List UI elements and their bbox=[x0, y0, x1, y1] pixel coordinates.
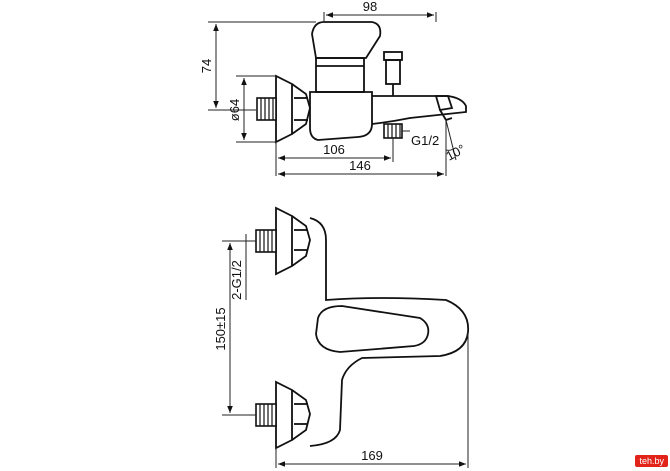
front-dimensions bbox=[222, 234, 469, 468]
dim-depth-total: 146 bbox=[349, 158, 371, 173]
dim-height: 74 bbox=[199, 59, 214, 73]
watermark-badge: teh.by bbox=[635, 455, 668, 467]
side-view bbox=[256, 12, 467, 161]
dim-angle: 10° bbox=[443, 141, 467, 163]
dim-diameter: ø64 bbox=[227, 99, 242, 121]
dim-depth-inner: 106 bbox=[323, 142, 345, 157]
dim-spout-thread: G1/2 bbox=[411, 133, 439, 148]
side-dimensions bbox=[208, 12, 447, 177]
dim-inlet-threads: 2-G1/2 bbox=[229, 260, 244, 300]
dim-front-width: 169 bbox=[361, 448, 383, 463]
dim-top-width: 98 bbox=[363, 0, 377, 14]
front-view bbox=[255, 206, 469, 450]
dim-centers: 150±15 bbox=[213, 307, 228, 350]
